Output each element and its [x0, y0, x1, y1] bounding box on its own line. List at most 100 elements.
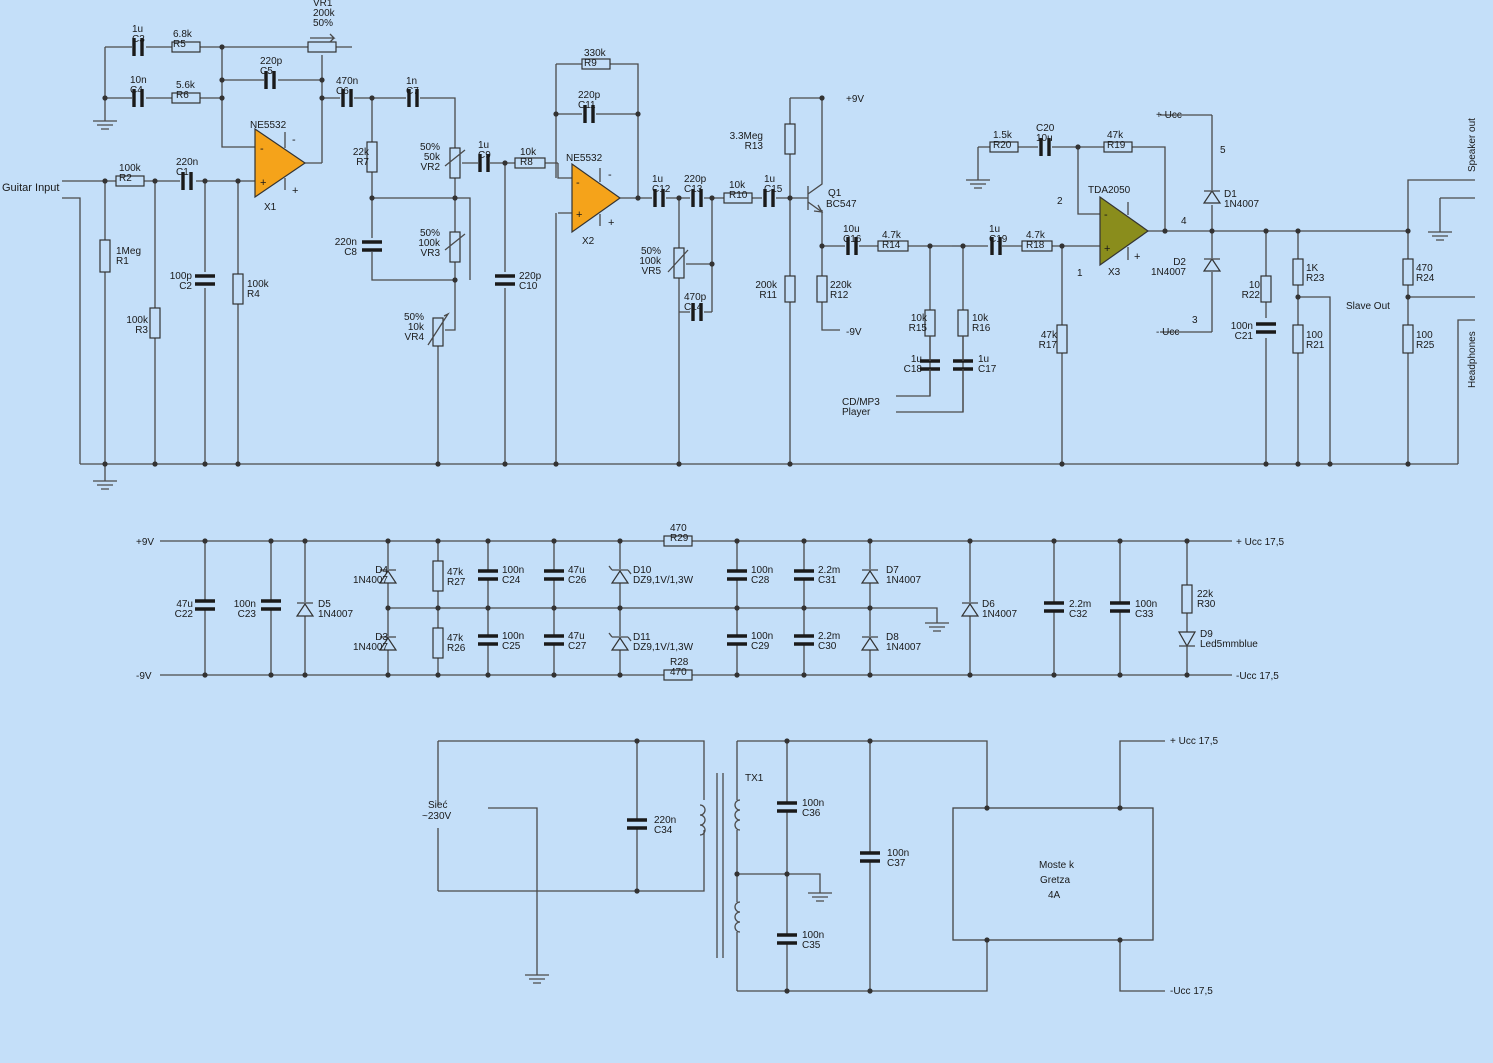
cd-mp3-label: CD/MP3 [842, 397, 880, 408]
bridge-ucc-plus-label: + Ucc 17,5 [1170, 736, 1219, 747]
x3-vplus: + [1134, 251, 1140, 263]
x1-ref: X1 [264, 202, 277, 213]
rail-plus9v-label: +9V [136, 537, 154, 548]
op-amps [254, 127, 1150, 267]
x1-minus: - [260, 143, 264, 155]
headphones-label: Headphones [1467, 331, 1478, 388]
opamp-x1 [254, 127, 307, 199]
transistor-q1 [807, 98, 824, 213]
rail-ucc-plus-label: + Ucc 17,5 [1236, 537, 1285, 548]
preamp-wires [62, 46, 1475, 465]
mains-label: Sieć [428, 800, 447, 811]
ucc-plus-label: + Ucc [1156, 110, 1182, 121]
q1-ref: Q1 [828, 188, 842, 199]
rail-minus9v-label: -9V [136, 671, 152, 682]
x2-plus: + [576, 209, 582, 221]
net-labels: Guitar Input CD/MP3 Player Slave Out Spe… [2, 94, 1478, 997]
q1-vee-label: -9V [846, 327, 862, 338]
mains-section [437, 738, 1165, 994]
x1-vminus: - [292, 134, 296, 146]
opamp-x3 [1099, 195, 1150, 267]
junction-dots [102, 44, 1411, 467]
x1-vplus: + [292, 185, 298, 197]
x1-name: NE5532 [250, 120, 287, 131]
x3-pin1: 1 [1077, 268, 1083, 279]
x3-pin2: 2 [1057, 196, 1063, 207]
resistors [99, 33, 1414, 354]
ic-labels: NE5532 X1 NE5532 X2 TDA2050 X3 Q1 BC547 … [250, 120, 1226, 326]
guitar-input-label: Guitar Input [2, 182, 59, 194]
speaker-out-label: Speaker out [1467, 118, 1478, 172]
bridge-ucc-minus-label: -Ucc 17,5 [1170, 986, 1213, 997]
ucc-minus-label: - Ucc [1156, 327, 1179, 338]
x3-ref: X3 [1108, 267, 1121, 278]
q1-vcc-label: +9V [846, 94, 864, 105]
power-supply-wires [160, 535, 1232, 681]
mains-voltage-label: ~230V [422, 811, 452, 822]
x2-minus: - [576, 177, 580, 189]
x3-pin5: 5 [1220, 145, 1226, 156]
bridge-label-3: 4A [1048, 890, 1061, 901]
capacitors [132, 38, 1276, 412]
rail-ucc-minus-label: -Ucc 17,5 [1236, 671, 1279, 682]
x3-minus: - [1104, 209, 1108, 221]
